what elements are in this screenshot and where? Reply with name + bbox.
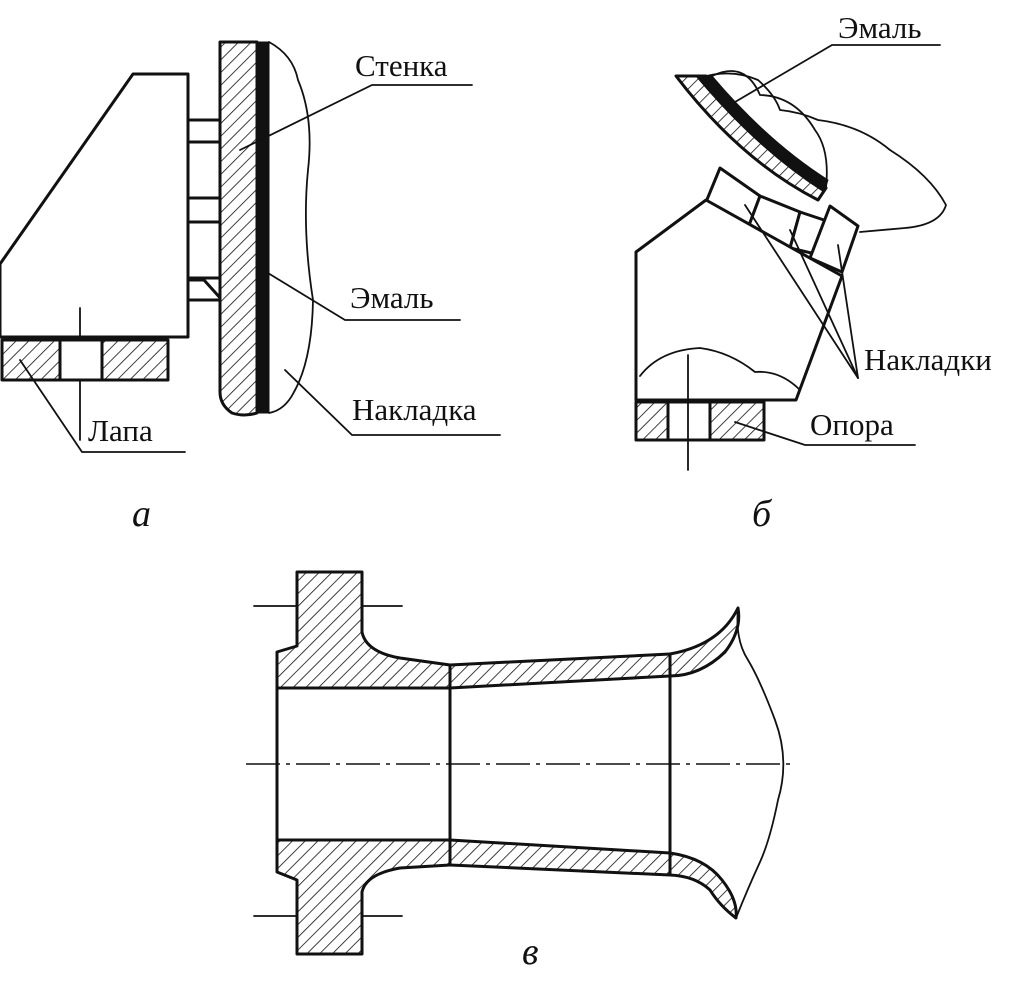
sublabel-a: а [132, 493, 151, 535]
wall-top-mid-c [448, 652, 672, 690]
label-pad-a: Накладка [352, 392, 477, 427]
support-hole-b [666, 400, 712, 442]
break-line-c [735, 607, 785, 919]
sublabel-b: б [752, 493, 773, 535]
leader-pad-a [284, 369, 501, 436]
leader-support [734, 421, 916, 446]
wall-bottom-mid-c [448, 838, 672, 877]
leader-wall [239, 84, 473, 151]
label-enamel-a: Эмаль [350, 280, 434, 315]
support-right-b [708, 400, 766, 442]
leader-pads-3 [837, 244, 859, 379]
enamel-strip-a [255, 41, 270, 414]
wall-bottom-end-c [668, 851, 738, 920]
wall-a [218, 40, 259, 417]
label-paw: Лапа [88, 413, 153, 448]
pads-b [704, 166, 860, 274]
flange-bottom-c [275, 838, 452, 956]
paw-left-a [0, 338, 62, 382]
leader-paw [19, 359, 186, 453]
paw-right-a [100, 338, 170, 382]
ribs-a [186, 118, 224, 302]
label-wall: Стенка [355, 48, 448, 83]
figure-a: Стенка Эмаль Накладка Лапа а [0, 40, 501, 535]
flange-top-c [275, 570, 452, 690]
label-pads-b: Накладки [864, 342, 992, 377]
label-support-b: Опора [810, 407, 894, 442]
figure-c: в [246, 570, 796, 973]
bore-outline-c [275, 674, 672, 867]
wall-break-b [711, 70, 828, 189]
wall-b [674, 74, 828, 202]
pad-outline-a [268, 41, 314, 414]
figure-b: Эмаль Накладки Опора б [634, 10, 992, 535]
paw-hole-a [58, 338, 104, 382]
leader-pads-1 [744, 204, 859, 379]
wall-top-end-c [668, 606, 741, 678]
label-enamel-b: Эмаль [838, 10, 922, 45]
leader-enamel-a [262, 269, 461, 321]
bracket-body-a [0, 72, 190, 339]
wall-outline-b [699, 72, 947, 233]
sublabel-c: в [522, 931, 539, 973]
leader-enamel-b [734, 44, 941, 103]
bracket-break-b [639, 347, 801, 391]
support-left-b [634, 400, 670, 442]
leader-pads-2 [789, 229, 859, 379]
